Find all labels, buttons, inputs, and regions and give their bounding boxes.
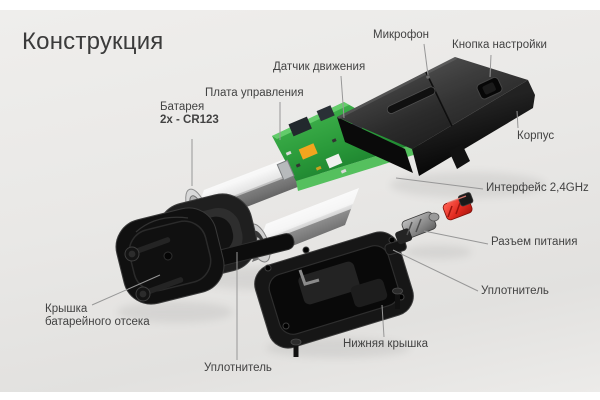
cover-screw-2	[135, 277, 184, 302]
label-battery-line2: 2x - CR123	[160, 114, 219, 126]
interface-connector-red-part	[442, 192, 474, 221]
leader-case	[516, 110, 519, 129]
label-battery-cover: Крышка батарейного отсека	[45, 303, 150, 329]
setup-button-part	[476, 76, 503, 100]
label-interface: Интерфейс 2,4GHz	[486, 182, 589, 194]
leader-setup-button	[489, 54, 492, 78]
tray-metal-clip	[298, 269, 320, 286]
label-seal-left: Уплотнитель	[204, 362, 272, 374]
cover-screw-1	[124, 237, 171, 262]
bottom-cover-part	[254, 231, 414, 349]
label-power-connector: Разъем питания	[491, 236, 578, 248]
label-control-board: Плата управления	[205, 87, 304, 99]
label-battery-cover-line2: батарейного отсека	[45, 316, 150, 328]
label-battery-cover-line1: Крышка	[45, 303, 88, 315]
label-microphone: Микрофон	[373, 29, 430, 41]
leader-power-connector	[423, 230, 489, 245]
leader-bottom-cover	[381, 304, 385, 338]
tray-screw-left	[290, 338, 302, 357]
label-bottom-cover: Нижняя крышка	[343, 338, 429, 350]
case-antenna-notch	[449, 144, 470, 169]
label-motion-sensor: Датчик движения	[273, 61, 366, 73]
leader-battery-cover	[91, 274, 161, 306]
label-setup-button: Кнопка настройки	[452, 39, 547, 51]
microphone-hole	[426, 75, 430, 79]
page-title: Конструкция	[22, 28, 164, 55]
leader-lines	[91, 43, 519, 360]
tray-screw-right	[392, 287, 403, 309]
label-battery: Батарея 2x - CR123	[160, 101, 219, 127]
leader-motion-sensor	[340, 75, 345, 119]
power-connector-gray-part	[395, 211, 440, 245]
leader-seal-right	[392, 249, 479, 292]
label-case: Корпус	[517, 130, 555, 142]
label-seal-right: Уплотнитель	[481, 285, 549, 297]
leader-microphone	[423, 43, 429, 76]
device-case-part	[337, 57, 535, 176]
leader-interface	[395, 177, 484, 190]
battery-cover-part	[115, 207, 225, 305]
label-battery-line1: Батарея	[160, 101, 205, 113]
